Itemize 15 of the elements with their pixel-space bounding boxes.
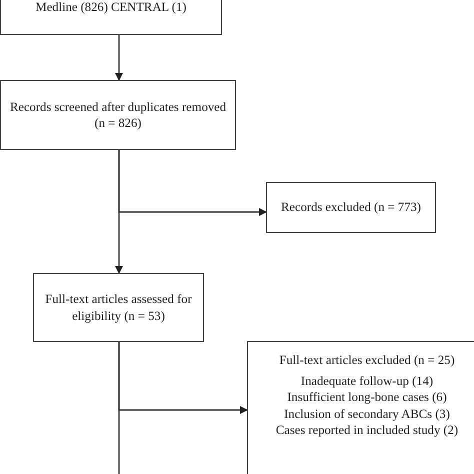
box-title: Records excluded (n = 773) (281, 199, 421, 216)
process-box (0, 80, 236, 150)
box-title: Medline (826) CENTRAL (1) (36, 0, 186, 16)
arrow (115, 150, 123, 274)
exclusion-reason: Cases reported in included study (2) (276, 422, 458, 438)
box-title: Full-text articles assessed for eligibility (n = 53) (44, 291, 193, 324)
process-box (266, 182, 436, 233)
exclusion-reason: Insufficient long-bone cases (6) (287, 389, 447, 406)
process-box (33, 273, 204, 342)
process-box (247, 341, 474, 474)
exclusion-reason: Inclusion of secondary ABCs (3) (284, 406, 450, 422)
box-title: Full-text articles excluded (n = 25) (279, 352, 455, 368)
box-title: Records screened after duplicates removed (n = 826) (8, 98, 228, 132)
arrow (115, 35, 123, 81)
exclusion-reason: Inadequate follow-up (14) (300, 372, 434, 389)
